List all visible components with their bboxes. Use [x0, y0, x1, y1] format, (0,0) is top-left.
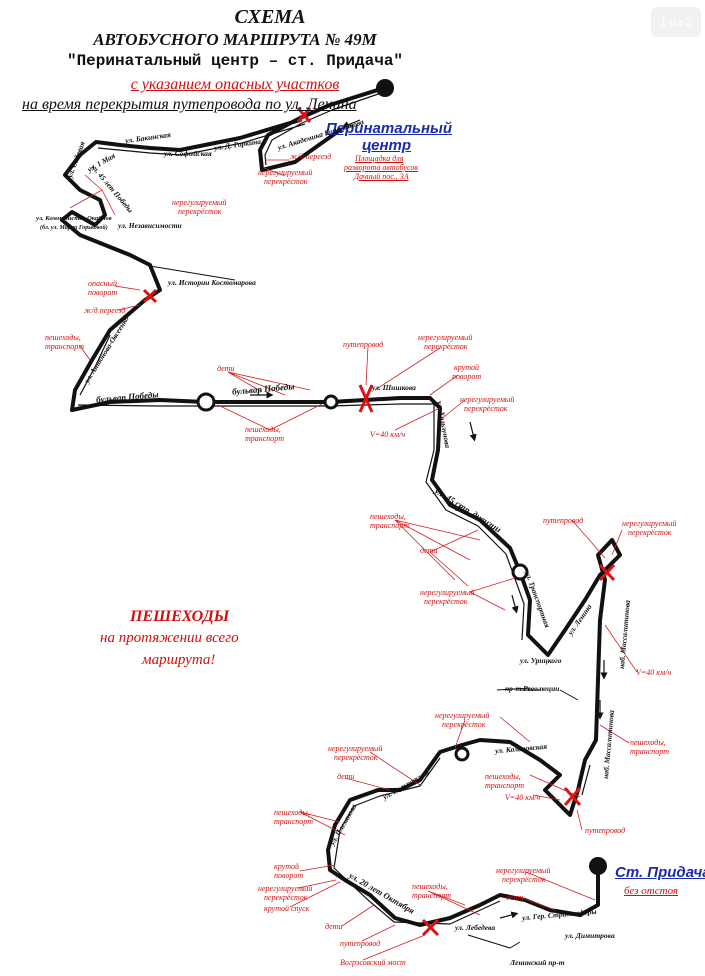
label-sharp-turn-2: поворот — [274, 871, 304, 880]
label-transport: транспорт — [370, 521, 409, 530]
label-railway-crossing: ж/д переезд — [84, 306, 126, 315]
route-line — [60, 86, 622, 927]
street-label: ул. Независимости — [118, 221, 182, 230]
label-overpass: путепровод — [343, 340, 384, 349]
pedestrians-text-2: маршрута! — [142, 652, 216, 668]
route-endpoints-title: "Перинатальный центр – ст. Придача" — [66, 52, 404, 70]
street-label: Ленинский пр-т — [510, 958, 565, 967]
label-speed-limit: V=40 км/ч — [370, 430, 406, 439]
label-children: дети — [337, 772, 355, 781]
start-note: Площадка для — [355, 154, 404, 163]
label-children: дети — [506, 893, 524, 902]
label-children: дети — [217, 364, 235, 373]
label-uncontrolled: нерегулируемый — [258, 884, 313, 893]
label-uncontrolled-2: перекрёсток — [264, 177, 308, 186]
leader-lines — [69, 159, 638, 961]
street-label: ул. Димитрова — [565, 931, 615, 940]
label-overpass: путепровод — [340, 939, 381, 948]
label-uncontrolled-2: перекрёсток — [442, 720, 486, 729]
closure-subtitle: на время перекрытия путепровода по ул. Л… — [22, 96, 357, 113]
label-sharp-turn: крутой — [274, 862, 299, 871]
label-pedestrians: пешеходы, — [45, 333, 81, 342]
label-speed-limit: V=40 км/ч — [636, 668, 672, 677]
label-uncontrolled: нерегулируемый — [172, 198, 227, 207]
label-dangerous-turn-2: поворот — [88, 288, 118, 297]
start-point-name-2: центр — [362, 137, 412, 154]
label-uncontrolled: нерегулируемый — [418, 333, 473, 342]
label-uncontrolled-2: перекрёсток — [424, 342, 468, 351]
end-note: без отстоя — [624, 885, 679, 897]
map-title: СХЕМА — [234, 6, 306, 28]
label-pedestrians: пешеходы, — [274, 808, 310, 817]
route-title: АВТОБУСНОГО МАРШРУТА № 49М — [93, 30, 377, 49]
street-label: пр-т Революции — [505, 684, 560, 693]
label-uncontrolled: нерегулируемый — [622, 519, 677, 528]
direction-arrows — [250, 119, 608, 919]
label-uncontrolled-2: перекрёсток — [424, 597, 468, 606]
label-uncontrolled-2: перекрёсток — [628, 528, 672, 537]
label-speed-limit: V=40 км/ч — [505, 793, 541, 802]
label-bridge: Вогрэсовский мост — [340, 958, 406, 967]
street-label: ул. Урицкого — [520, 656, 562, 665]
label-uncontrolled: нерегулируемый — [460, 395, 515, 404]
label-pedestrians: пешеходы, — [245, 425, 281, 434]
start-stop-marker — [376, 79, 394, 97]
street-label: ул. Истории Костомарова — [168, 278, 256, 287]
street-label: (бл. ул. Марии Горьковой) — [40, 225, 108, 231]
label-pedestrians: пешеходы, — [412, 882, 448, 891]
roundabout — [511, 563, 529, 581]
route-line-return — [77, 91, 591, 925]
label-uncontrolled: нерегулируемый — [496, 866, 551, 875]
label-uncontrolled-2: перекрёсток — [502, 875, 546, 884]
label-uncontrolled: нерегулируемый — [435, 711, 490, 720]
label-uncontrolled-2: перекрёсток — [264, 893, 308, 902]
end-point-name: Ст. Придача — [615, 864, 705, 881]
label-uncontrolled-2: перекрёсток — [334, 753, 378, 762]
roundabout — [454, 746, 470, 762]
start-note-2: разворота автобусов — [344, 163, 418, 172]
start-note-3: Дачный пос., 3А — [354, 172, 409, 181]
start-point-name: Перинатальный — [326, 120, 452, 137]
street-label: ул. Софийская — [164, 149, 212, 158]
label-children: дети — [325, 922, 343, 931]
roundabout — [323, 394, 339, 410]
street-label: ул. Коммунистов Окаёмов — [36, 215, 112, 222]
page-counter-badge: 1 из 2 — [651, 7, 701, 37]
pedestrians-heading: ПЕШЕХОДЫ — [130, 608, 230, 625]
label-pedestrians: пешеходы, — [630, 738, 666, 747]
label-transport: транспорт — [412, 891, 451, 900]
label-transport: транспорт — [45, 342, 84, 351]
label-sharp-turn: крутой — [454, 363, 479, 372]
label-transport: транспорт — [274, 817, 313, 826]
label-uncontrolled-2: перекрёсток — [464, 404, 508, 413]
label-pedestrians: пешеходы, — [485, 772, 521, 781]
hazard-marks — [142, 107, 616, 937]
street-label: ул. Лебедева — [455, 923, 496, 932]
label-pedestrians: пешеходы, — [370, 512, 406, 521]
hazard-subtitle: с указанием опасных участков — [130, 76, 340, 93]
label-railway-crossing: ж/д переезд — [290, 152, 332, 161]
street-label: ул. Шишкова — [372, 383, 416, 392]
label-overpass: путепровод — [585, 826, 626, 835]
pedestrians-text: на протяжении всего — [100, 630, 239, 646]
label-sharp-turn-2: поворот — [452, 372, 482, 381]
label-overpass: путепровод — [543, 516, 584, 525]
end-stop-marker — [589, 857, 607, 875]
label-transport: транспорт — [485, 781, 524, 790]
label-transport: транспорт — [630, 747, 669, 756]
label-uncontrolled: нерегулируемый — [258, 168, 313, 177]
label-children: дети — [420, 546, 438, 555]
label-uncontrolled-2: перекрёсток — [178, 207, 222, 216]
label-steep-descent: крутой спуск — [264, 904, 310, 913]
label-uncontrolled: нерегулируемый — [328, 744, 383, 753]
label-dangerous-turn: опасный — [88, 279, 117, 288]
label-transport: транспорт — [245, 434, 284, 443]
roundabout — [196, 392, 216, 412]
label-uncontrolled: нерегулируемый — [420, 588, 475, 597]
